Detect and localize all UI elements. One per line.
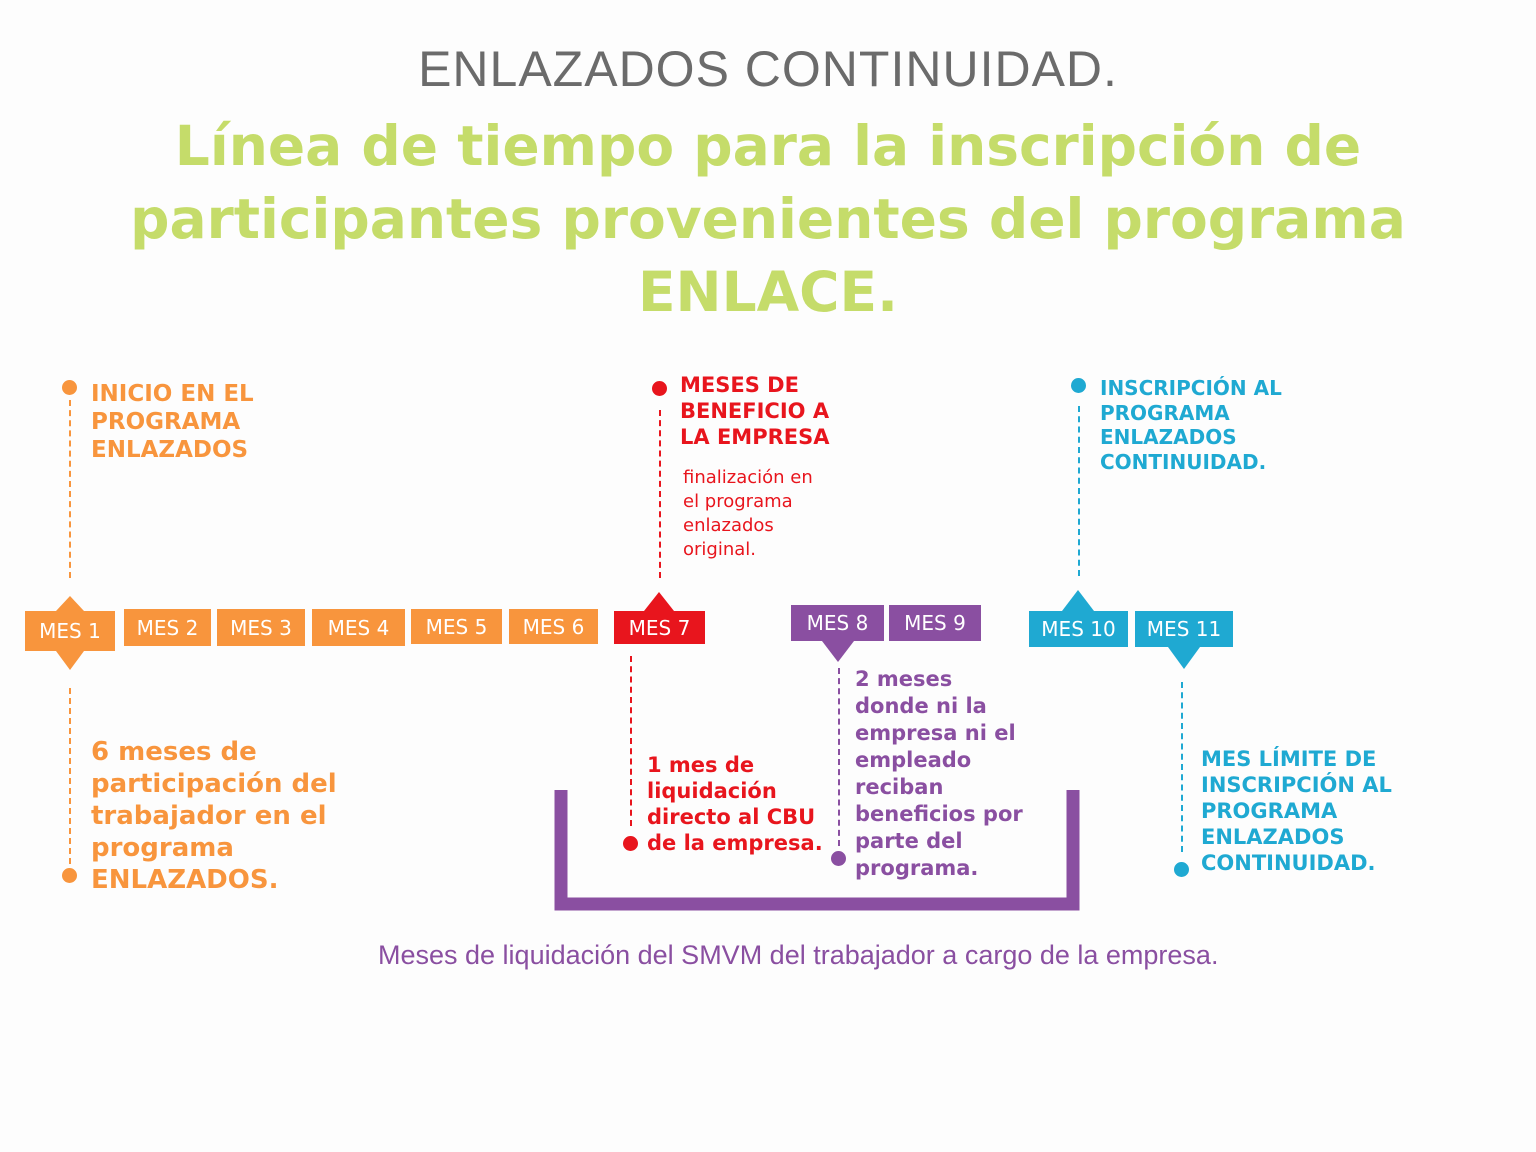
liquidacion-connector [630, 656, 632, 826]
sin-beneficio-line-8: programa. [855, 856, 979, 880]
inscripcion-line-4: CONTINUIDAD. [1100, 449, 1267, 474]
participacion-line-3: trabajador en el [91, 801, 327, 831]
limite-line-4: ENLAZADOS [1201, 825, 1345, 849]
beneficio-sub-line-1: finalización en [683, 467, 813, 488]
month-box-9: MES 9 [889, 605, 981, 641]
sin-beneficio-note: 2 meses donde ni la empresa ni el emplea… [855, 666, 1023, 882]
beneficio-sub-line-2: el programa [683, 491, 793, 512]
beneficio-line-2: BENEFICIO A [680, 399, 830, 423]
participacion-line-5: ENLAZADOS. [91, 865, 279, 895]
participacion-line-1: 6 meses de [91, 737, 257, 767]
liquidacion-line-3: directo al CBU [647, 805, 816, 829]
liquidacion-line-2: liquidación [647, 779, 777, 803]
participacion-note: 6 meses de participación del trabajador … [91, 736, 337, 896]
beneficio-line-1: MESES DE [680, 373, 799, 397]
beneficio-dot [652, 381, 667, 396]
limite-line-5: CONTINUIDAD. [1201, 851, 1376, 875]
sin-beneficio-line-6: beneficios por [855, 802, 1023, 826]
participacion-dot [62, 868, 77, 883]
month-box-4: MES 4 [312, 609, 405, 646]
beneficio-note: MESES DE BENEFICIO A LA EMPRESA [680, 372, 829, 450]
sin-beneficio-line-2: donde ni la [855, 694, 987, 718]
liquidacion-line-4: de la empresa. [647, 831, 823, 855]
header-title: ENLAZADOS CONTINUIDAD. [418, 41, 1118, 97]
mes1-diamond-bottom [56, 651, 84, 670]
inicio-dot [62, 380, 77, 395]
liquidacion-note: 1 mes de liquidación directo al CBU de l… [647, 752, 823, 856]
beneficio-connector [659, 410, 661, 578]
beneficio-line-3: LA EMPRESA [680, 425, 830, 449]
limite-line-1: MES LÍMITE DE [1201, 747, 1377, 771]
inscripcion-note: INSCRIPCIÓN AL PROGRAMA ENLAZADOS CONTIN… [1100, 376, 1282, 474]
page-title: Línea de tiempo para la inscripción de p… [0, 110, 1536, 329]
month-box-7: MES 7 [614, 611, 705, 644]
footer-note: Meses de liquidación del SMVM del trabaj… [378, 940, 1219, 970]
inicio-note: INICIO EN EL PROGRAMA ENLAZADOS [91, 380, 254, 464]
inscripcion-dot [1071, 378, 1086, 393]
month-box-2: MES 2 [124, 609, 211, 646]
mes8-arrow-down [822, 641, 854, 662]
limite-line-3: PROGRAMA [1201, 799, 1338, 823]
limite-dot [1174, 862, 1189, 877]
purple-bracket [554, 790, 1080, 911]
inicio-line-2: PROGRAMA [91, 409, 241, 435]
month-box-5: MES 5 [411, 609, 502, 644]
mes11-arrow-down [1168, 647, 1200, 669]
beneficio-sub-line-3: enlazados [683, 515, 774, 536]
liquidacion-dot [623, 836, 638, 851]
month-box-8: MES 8 [791, 605, 884, 641]
participacion-connector [69, 688, 71, 864]
liquidacion-line-1: 1 mes de [647, 753, 755, 777]
inicio-line-1: INICIO EN EL [91, 381, 254, 407]
participacion-line-2: participación del [91, 769, 337, 799]
limite-connector [1181, 682, 1183, 852]
limite-note: MES LÍMITE DE INSCRIPCIÓN AL PROGRAMA EN… [1201, 746, 1392, 876]
sin-beneficio-dot [831, 851, 846, 866]
month-box-11: MES 11 [1135, 611, 1233, 647]
sin-beneficio-line-4: empleado [855, 748, 972, 772]
title-line-2: participantes provenientes del programa [130, 187, 1406, 251]
month-box-1: MES 1 [25, 611, 115, 651]
sin-beneficio-line-5: reciban [855, 775, 944, 799]
beneficio-subnote: finalización en el programa enlazados or… [683, 466, 813, 562]
inscripcion-line-1: INSCRIPCIÓN AL [1100, 376, 1282, 400]
participacion-line-4: programa [91, 833, 234, 863]
mes7-arrow-up [644, 592, 674, 611]
sin-beneficio-connector [838, 668, 840, 846]
inscripcion-line-2: PROGRAMA [1100, 400, 1230, 425]
inscripcion-line-3: ENLAZADOS [1100, 425, 1237, 449]
month-box-3: MES 3 [217, 609, 305, 646]
inicio-connector [69, 400, 71, 578]
mes10-arrow-up [1062, 590, 1094, 611]
sin-beneficio-line-3: empresa ni el [855, 721, 1016, 745]
sin-beneficio-line-1: 2 meses [855, 667, 953, 691]
mes1-diamond-top [56, 596, 84, 611]
limite-line-2: INSCRIPCIÓN AL [1201, 773, 1392, 797]
beneficio-sub-line-4: original. [683, 539, 757, 560]
sin-beneficio-line-7: parte del [855, 829, 963, 853]
month-box-10: MES 10 [1029, 611, 1128, 647]
title-line-3: ENLACE. [637, 260, 899, 324]
month-box-6: MES 6 [509, 609, 598, 644]
inscripcion-connector [1078, 406, 1080, 576]
title-line-1: Línea de tiempo para la inscripción de [174, 114, 1362, 178]
inicio-line-3: ENLAZADOS [91, 437, 249, 463]
